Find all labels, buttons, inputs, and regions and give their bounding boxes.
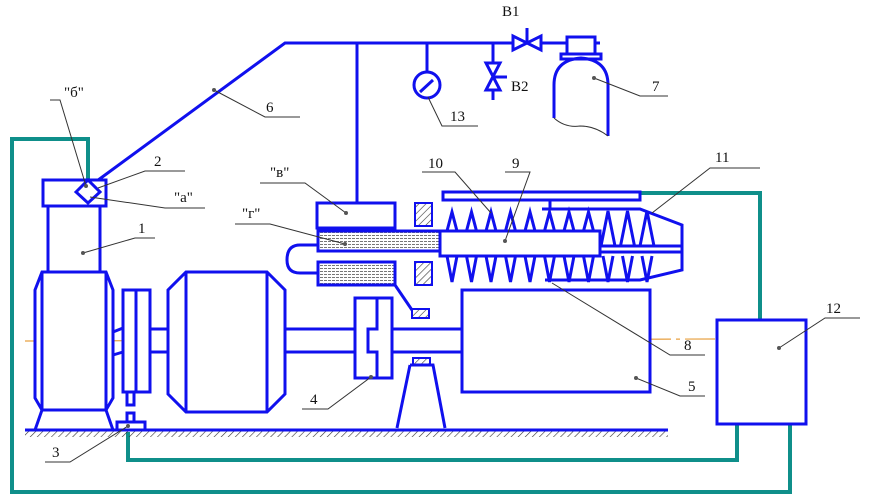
spring-10 [445,206,656,283]
leader-lines [45,77,860,463]
pipe-6 [89,41,600,188]
label-10: 10 [428,156,443,172]
label-6: 6 [266,100,274,116]
label-4: 4 [310,392,318,408]
label-9: 9 [512,156,520,172]
label-3: 3 [52,445,60,461]
label-7: 7 [652,79,660,95]
cylinder-7-valve-cap [565,35,597,56]
shaft-support [395,363,447,429]
leader-dots [81,76,781,428]
label-11: 11 [715,150,729,166]
rod-knob [285,243,318,275]
piston-9 [438,229,602,258]
gas-cylinder-7 [552,56,610,136]
motor-body-1 [33,270,115,412]
motor-feet [33,409,115,431]
signal-line-outer [10,137,792,494]
cylinder-break-line [553,117,609,137]
chamber-lower-fill [316,260,397,287]
tank-top-plate [441,190,642,202]
gauge-needle [418,78,435,94]
motor-neck [112,326,124,357]
sensor-3 [115,420,147,432]
label-2: 2 [154,154,162,170]
signal-line-tank [640,191,762,320]
shaft-3 [390,327,464,354]
load-unit-5 [460,288,652,394]
label-5: 5 [688,379,696,395]
signal-line-sensor [126,424,739,462]
bearing-lower [414,261,433,286]
label-g: "г" [242,206,260,222]
label-13: 13 [450,109,465,125]
shaft-2 [283,327,357,354]
pulley-stub [125,390,136,407]
label-valve-b2: В2 [511,79,529,95]
spring-coil [445,206,656,283]
label-8: 8 [684,338,692,354]
bracket-pad [411,308,430,319]
bracket-link [393,284,414,311]
rod-g [316,229,442,253]
label-a: "а" [174,190,193,206]
label-valve-b1: В1 [502,4,520,20]
floor-hatch [25,430,668,437]
label-v: "в" [270,165,289,181]
label-12: 12 [826,301,841,317]
shaft-1 [148,327,170,354]
coupling-4 [353,296,394,380]
chamber-v [315,201,397,230]
coupling-4-jaw [366,298,379,378]
control-unit-12 [715,318,808,426]
motor-column-1 [46,204,102,274]
label-1: 1 [138,221,146,237]
label-b: "б" [64,85,84,101]
bearing-upper [414,202,433,227]
